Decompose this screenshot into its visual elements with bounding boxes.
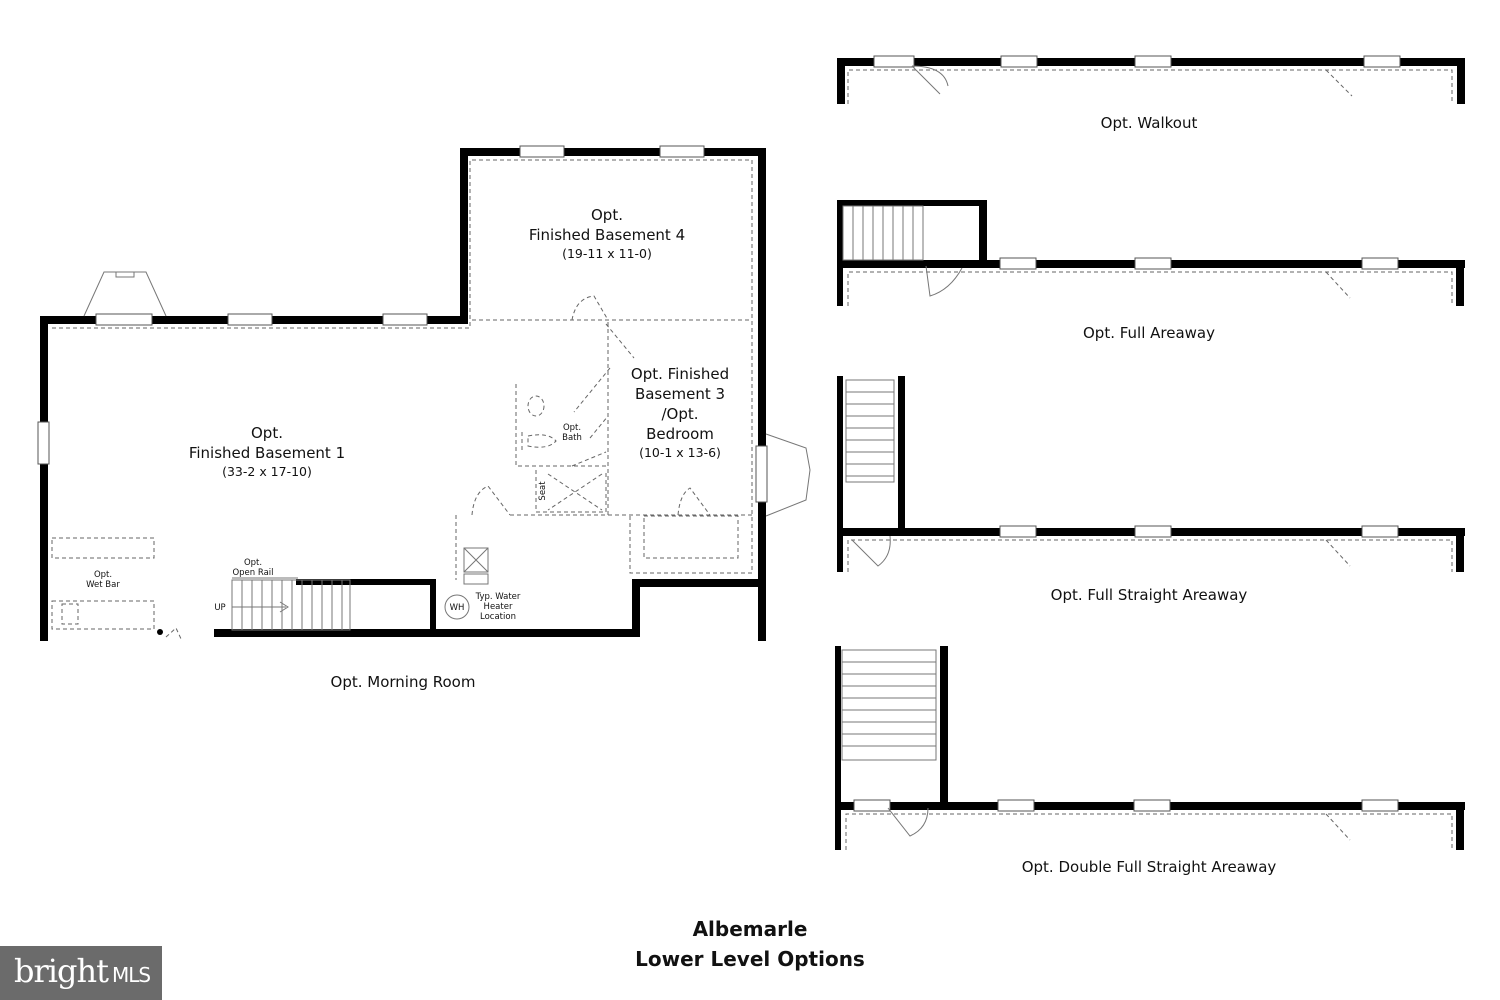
wet-bar-label: Wet Bar	[86, 580, 120, 590]
stair-up-label: UP	[214, 603, 225, 613]
walkout-caption: Opt. Walkout	[1101, 114, 1198, 132]
window	[382, 313, 428, 326]
basement3-label-line4: Bedroom	[646, 425, 714, 443]
window	[95, 313, 153, 326]
full-straight-areaway-caption: Opt. Full Straight Areaway	[1051, 586, 1248, 604]
window	[755, 445, 768, 503]
water-heater-label-3: Location	[480, 612, 516, 622]
basement1-dimensions: (33-2 x 17-10)	[222, 464, 312, 479]
full-straight-areaway-option-plan	[837, 376, 1465, 572]
window	[659, 145, 705, 158]
bath-label-opt: Opt.	[563, 423, 581, 433]
basement4-label-name: Finished Basement 4	[529, 226, 685, 244]
morning-room-caption: Opt. Morning Room	[331, 673, 476, 691]
wet-bar-label-opt: Opt.	[94, 570, 112, 580]
bath-label: Bath	[562, 433, 582, 443]
basement1-label-name: Finished Basement 1	[189, 444, 345, 462]
basement3-label-line1: Opt. Finished	[631, 365, 729, 383]
seat-label: Seat	[538, 481, 548, 501]
basement1-label-opt: Opt.	[251, 424, 283, 442]
plan-subtitle: Lower Level Options	[635, 947, 865, 971]
basement3-dimensions: (10-1 x 13-6)	[639, 445, 721, 460]
main-floor-plan	[37, 145, 811, 642]
full-areaway-option-plan	[837, 200, 1465, 306]
open-rail-label-opt: Opt.	[244, 558, 262, 568]
walkout-option-plan	[837, 55, 1465, 104]
open-rail-label: Open Rail	[232, 568, 273, 578]
full-areaway-caption: Opt. Full Areaway	[1083, 324, 1215, 342]
window	[227, 313, 273, 326]
water-heater-symbol-label: WH	[450, 603, 465, 613]
basement3-label-line2: Basement 3	[635, 385, 725, 403]
logo-word: bright	[14, 952, 109, 990]
water-heater-label-1: Typ. Water	[475, 592, 521, 602]
double-full-straight-areaway-option-plan	[835, 646, 1465, 850]
plan-title: Albemarle	[693, 917, 808, 941]
basement4-label-opt: Opt.	[591, 206, 623, 224]
window	[37, 421, 50, 465]
double-full-straight-areaway-caption: Opt. Double Full Straight Areaway	[1022, 858, 1277, 876]
water-heater-label-2: Heater	[484, 602, 513, 612]
basement3-label-line3: /Opt.	[661, 405, 698, 423]
basement4-dimensions: (19-11 x 11-0)	[562, 246, 652, 261]
logo-suffix: MLS	[111, 963, 151, 987]
window	[519, 145, 565, 158]
staircase	[231, 577, 351, 631]
